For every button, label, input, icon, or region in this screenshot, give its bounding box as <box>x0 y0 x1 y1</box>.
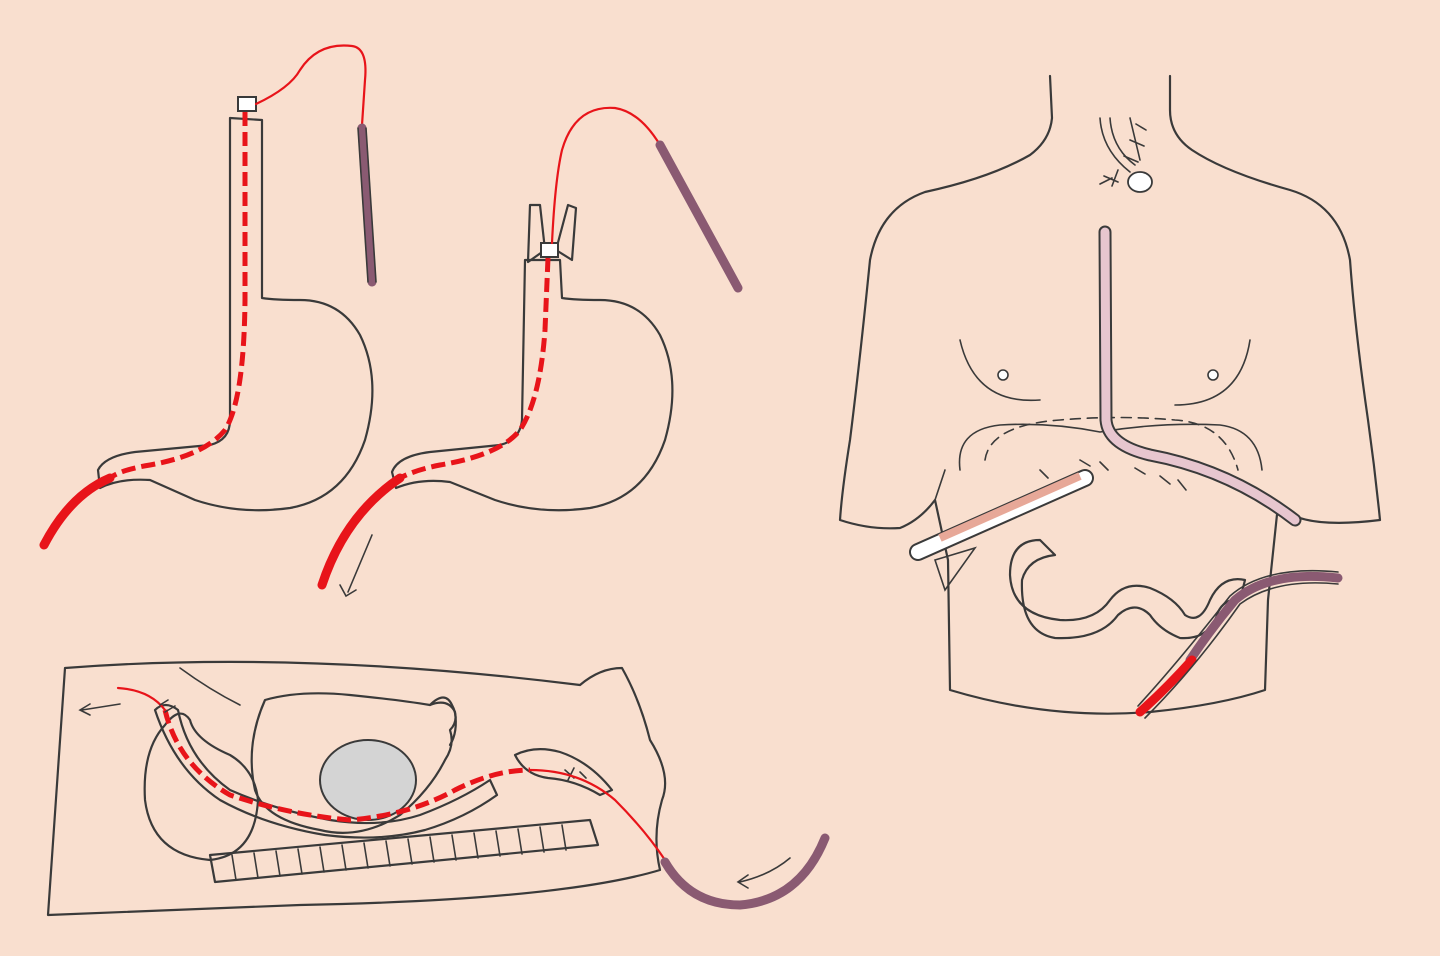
nipple-left <box>998 370 1008 380</box>
wire-clamp-2 <box>541 243 558 257</box>
neck-stoma <box>1128 172 1152 192</box>
wire-clamp-1 <box>238 97 256 111</box>
heart-chamber <box>320 740 416 820</box>
nipple-right <box>1208 370 1218 380</box>
